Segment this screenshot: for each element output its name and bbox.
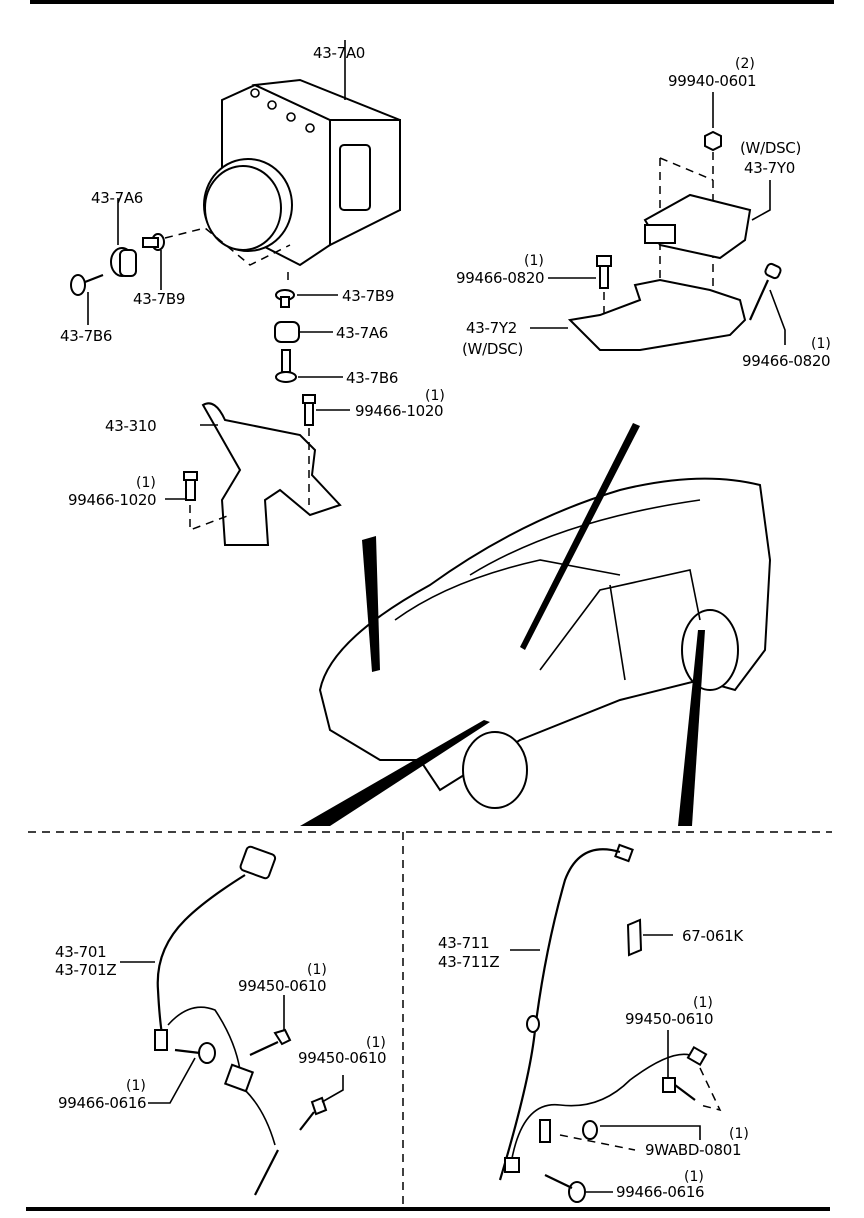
- label-rear-bolt-sensor: 99466-0616: [616, 1183, 705, 1201]
- pointer-wedge-abs: [362, 536, 380, 672]
- label-rear-sensor-2: 43-711Z: [438, 953, 500, 971]
- label-hydraulic-unit: 43-7A0: [313, 44, 366, 62]
- qty-front-bolt-upper: (1): [307, 962, 327, 978]
- label-front-sensor-1: 43-701: [55, 943, 107, 961]
- qty-rear-nut: (1): [729, 1126, 749, 1142]
- bottom-mount-drawing: [274, 272, 343, 383]
- bracket-43-310-drawing: [165, 394, 350, 546]
- label-bracket: 43-310: [105, 417, 157, 435]
- label-rear-nut: 9WABD-0801: [645, 1141, 742, 1159]
- qty-front-bolt-sensor: (1): [126, 1078, 146, 1094]
- label-front-bolt-lower: 99450-0610: [298, 1049, 387, 1067]
- qty-bracket-bolt-right: (1): [425, 388, 445, 404]
- label-yaw-nut: 99940-0601: [668, 72, 757, 90]
- yaw-sensor-drawing: [530, 92, 786, 351]
- qty-yaw-bolt-left: (1): [524, 253, 544, 269]
- qty-bracket-bolt-left: (1): [136, 475, 156, 491]
- front-sensor-drawing: [120, 845, 344, 1196]
- hydraulic-unit-drawing: [203, 40, 401, 267]
- label-rear-bolt-upper: 99450-0610: [625, 1010, 714, 1028]
- qty-yaw-bolt-right: (1): [811, 336, 831, 352]
- label-yaw-sensor: 43-7Y0: [744, 159, 795, 177]
- label-bottom-mount-collar: 43-7B9: [342, 287, 395, 305]
- label-bracket-bolt-right: 99466-1020: [355, 402, 444, 420]
- pointer-wedge-yaw: [520, 423, 640, 650]
- left-mount-drawing: [70, 198, 291, 325]
- pointer-wedge-rear: [678, 630, 705, 826]
- label-front-bolt-upper: 99450-0610: [238, 977, 327, 995]
- label-left-mount-collar: 43-7B9: [133, 290, 186, 308]
- qty-rear-bolt-sensor: (1): [684, 1169, 704, 1185]
- bottom-frame-bar: [26, 1207, 830, 1211]
- label-left-mount-bolt: 43-7B6: [60, 327, 113, 345]
- label-yaw-bolt-right: 99466-0820: [742, 352, 831, 370]
- label-yaw-bolt-left: 99466-0820: [456, 269, 545, 287]
- label-caution-label: 67-061K: [682, 927, 743, 945]
- label-yaw-sensor-note: (W/DSC): [740, 139, 802, 157]
- label-bottom-mount-rubber: 43-7A6: [336, 324, 389, 342]
- qty-rear-bolt-upper: (1): [693, 995, 713, 1011]
- label-bracket-bolt-left: 99466-1020: [68, 491, 157, 509]
- label-front-sensor-2: 43-701Z: [55, 961, 117, 979]
- label-bottom-mount-bolt: 43-7B6: [346, 369, 399, 387]
- label-rear-sensor-1: 43-711: [438, 934, 490, 952]
- label-left-mount-rubber: 43-7A6: [91, 189, 144, 207]
- top-frame-bar: [30, 0, 834, 4]
- label-yaw-bracket: 43-7Y2: [466, 319, 517, 337]
- qty-yaw-nut: (2): [735, 56, 755, 72]
- qty-front-bolt-lower: (1): [366, 1035, 386, 1051]
- label-yaw-bracket-note: (W/DSC): [462, 340, 524, 358]
- label-front-bolt-sensor: 99466-0616: [58, 1094, 147, 1112]
- pointer-wedge-front: [300, 720, 490, 826]
- rear-sensor-drawing: [498, 843, 722, 1203]
